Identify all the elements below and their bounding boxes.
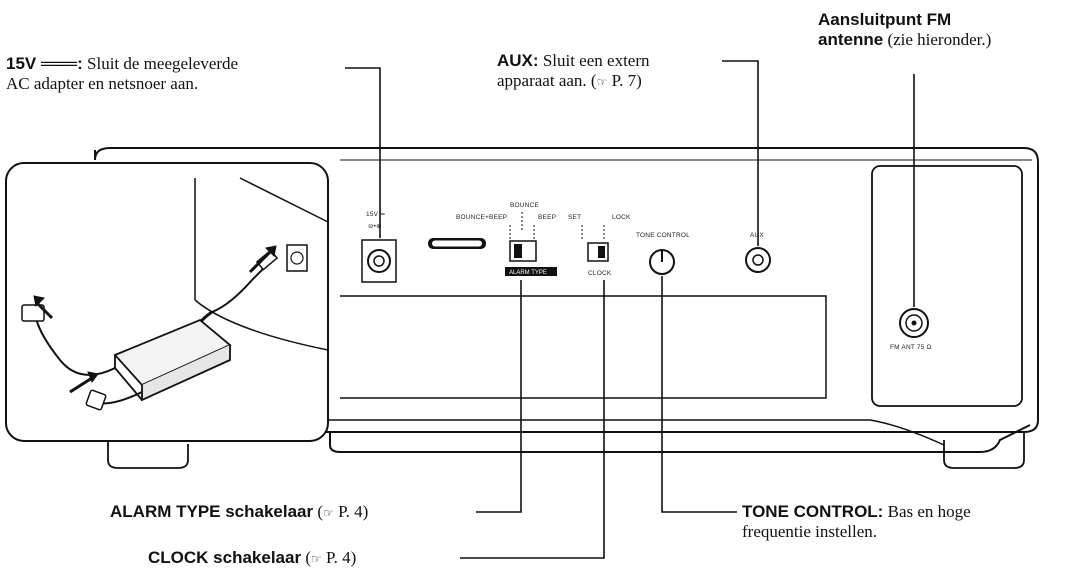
clock-switch[interactable] (587, 242, 609, 262)
tone-control-knob[interactable] (649, 249, 675, 275)
fm-antenna-terminal[interactable] (899, 308, 929, 338)
aux-jack[interactable] (745, 247, 771, 273)
fm-callout-line1: Aansluitpunt FM (818, 10, 952, 29)
bounce-beep-label: BOUNCE+BEEP (456, 214, 507, 221)
tone-control-callout-text2: frequentie instellen. (742, 522, 878, 541)
lock-label: LOCK (612, 214, 631, 221)
clock-callout-page: P. 4) (321, 548, 357, 567)
lower-recess (340, 295, 827, 399)
power-callout-label: 15V ═══: (6, 54, 83, 73)
aux-callout-label: AUX: (497, 51, 539, 70)
clock-callout: CLOCK schakelaar (☞ P. 4) (148, 548, 356, 569)
alarm-type-panel-label: ALARM TYPE (509, 270, 547, 276)
page-ref-icon: ☞ (596, 75, 608, 89)
fm-ant-panel-label: FM ANT 75 Ω (890, 344, 932, 351)
page-ref-icon: ☞ (311, 552, 322, 566)
clock-callout-text: ( (301, 548, 311, 567)
aux-panel-label: AUX (750, 232, 764, 239)
tone-control-panel-label: TONE CONTROL (636, 232, 690, 239)
aux-callout-page: P. 7) (607, 71, 642, 90)
clock-panel-label: CLOCK (588, 270, 612, 277)
alarm-type-callout-page: P. 4) (333, 502, 369, 521)
beep-label: BEEP (538, 214, 556, 221)
tone-control-callout-text1: Bas en hoge (883, 502, 971, 521)
power-callout-text1: Sluit de meegeleverde (82, 54, 239, 73)
alarm-type-switch[interactable] (509, 240, 537, 262)
page-ref-icon: ☞ (323, 506, 334, 520)
power-callout: 15V ═══: Sluit de meegeleverde AC adapte… (6, 54, 238, 94)
bounce-label: BOUNCE (510, 202, 539, 209)
alarm-type-callout: ALARM TYPE schakelaar (☞ P. 4) (110, 502, 368, 523)
tone-control-callout: TONE CONTROL: Bas en hoge frequentie ins… (742, 502, 971, 542)
right-foot (943, 432, 1025, 469)
power-callout-text2: AC adapter en netsnoer aan. (6, 74, 199, 93)
aux-callout-text2: apparaat aan. ( (497, 71, 597, 90)
fm-antenna-compartment (871, 165, 1023, 407)
leader-lines (345, 60, 915, 559)
unit-housing (94, 147, 1039, 433)
aux-callout: AUX: Sluit een extern apparaat aan. (☞ P… (497, 51, 650, 92)
adapter-inset (5, 162, 329, 442)
tone-control-callout-label: TONE CONTROL: (742, 502, 884, 521)
alarm-type-callout-text: ( (313, 502, 324, 521)
dc-jack (361, 239, 397, 283)
fm-callout: Aansluitpunt FM antenne (zie hieronder.) (818, 10, 991, 50)
fm-callout-label2: antenne (818, 30, 884, 49)
left-foot (107, 432, 189, 469)
clock-callout-label: CLOCK schakelaar (148, 548, 302, 567)
alarm-type-callout-label: ALARM TYPE schakelaar (110, 502, 314, 521)
aux-callout-text1: Sluit een extern (538, 51, 650, 70)
unit-base (329, 424, 1031, 453)
polarity-label: ⊖•⊕ (368, 223, 382, 230)
power-rating-label: 15V ═ (366, 211, 385, 218)
fm-callout-text2: (zie hieronder.) (883, 30, 992, 49)
set-label: SET (568, 214, 581, 221)
